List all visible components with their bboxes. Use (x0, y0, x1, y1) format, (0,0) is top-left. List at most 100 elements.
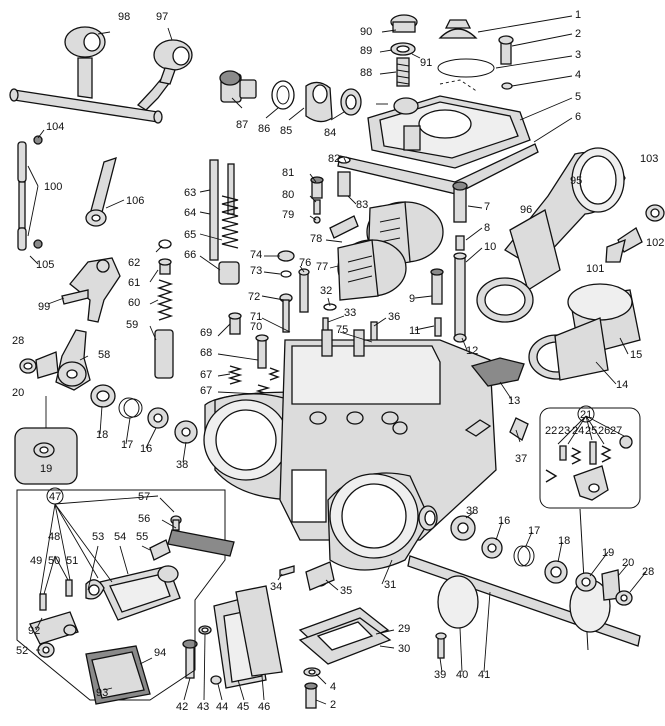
callout-c24: 24 (572, 425, 584, 437)
callout-c61: 61 (128, 277, 140, 289)
callout-c2: 2 (575, 28, 581, 40)
callout-c75: 75 (336, 324, 348, 336)
callout-c95: 95 (570, 175, 582, 187)
callout-c71: 71 (250, 311, 262, 323)
callout-c49: 49 (30, 555, 42, 567)
callout-c34: 34 (270, 581, 282, 593)
callout-c5: 5 (575, 91, 581, 103)
callout-c37: 37 (515, 453, 527, 465)
callout-c20b: 20 (622, 557, 634, 569)
callout-c87: 87 (236, 119, 248, 131)
top-cover-assembly (337, 14, 539, 195)
springs-and-jets-left (154, 159, 280, 404)
callout-c51: 51 (66, 555, 78, 567)
callout-c104: 104 (46, 121, 64, 133)
callout-c15: 15 (630, 349, 642, 361)
callout-c43: 43 (197, 701, 209, 713)
callout-c99: 99 (38, 301, 50, 313)
callout-c85: 85 (280, 125, 292, 137)
callout-c3: 3 (575, 49, 581, 61)
callout-c73: 73 (250, 265, 262, 277)
callout-c45: 45 (237, 701, 249, 713)
callout-c68: 68 (200, 347, 212, 359)
callout-c65: 65 (184, 229, 196, 241)
callout-c101: 101 (586, 263, 604, 275)
callout-c39: 39 (434, 669, 446, 681)
callout-c11: 11 (409, 325, 420, 337)
callout-c47: 47 (49, 491, 61, 503)
callout-c64: 64 (184, 207, 196, 219)
callout-c106: 106 (126, 195, 144, 207)
callout-c81: 81 (282, 167, 294, 179)
callout-c97: 97 (156, 11, 168, 23)
linkage-left (17, 135, 121, 323)
callout-c42: 42 (176, 701, 188, 713)
callout-c17b: 17 (528, 525, 540, 537)
detail-box-21 (539, 407, 641, 651)
callout-c7: 7 (484, 201, 490, 213)
callout-c67b: 67 (200, 385, 212, 397)
callout-c36: 36 (388, 311, 400, 323)
callout-c10: 10 (484, 241, 496, 253)
callout-c69: 69 (200, 327, 212, 339)
callout-c98: 98 (118, 11, 130, 23)
venturis (528, 283, 641, 381)
leader-lines (27, 15, 647, 705)
callout-c76: 76 (299, 257, 311, 269)
callout-c72: 72 (248, 291, 260, 303)
callout-c1: 1 (575, 9, 581, 21)
callout-c90: 90 (360, 26, 372, 38)
callout-c13: 13 (508, 395, 520, 407)
callout-c46: 46 (258, 701, 270, 713)
callout-c16a: 16 (140, 443, 152, 455)
cover-plates-bottom (182, 585, 283, 689)
callout-c60: 60 (128, 297, 140, 309)
callout-labels: 1234567891011121314151616171718181919202… (12, 9, 664, 713)
callout-c27: 27 (610, 425, 622, 437)
carburetor-body (203, 329, 497, 571)
callout-c56: 56 (138, 513, 150, 525)
callout-c58: 58 (98, 349, 110, 361)
callout-c57: 57 (138, 491, 150, 503)
callout-c88: 88 (360, 67, 372, 79)
throttle-shaft-assembly (407, 515, 641, 659)
callout-c59: 59 (126, 319, 138, 331)
callout-c38a: 38 (176, 459, 188, 471)
callout-c25: 25 (585, 425, 597, 437)
callout-c102: 102 (646, 237, 664, 249)
callout-c53: 53 (92, 531, 104, 543)
callout-c9: 9 (409, 293, 415, 305)
callout-c84: 84 (324, 127, 336, 139)
callout-c44: 44 (216, 701, 228, 713)
callout-c14: 14 (616, 379, 628, 391)
shaft-bearings-left (90, 384, 198, 444)
callout-c28b: 28 (642, 566, 654, 578)
callout-c63: 63 (184, 187, 196, 199)
callout-c4: 4 (575, 69, 581, 81)
callout-c93: 93 (96, 687, 108, 699)
auxiliary-venturi-covers (329, 201, 444, 301)
callout-c23: 23 (558, 425, 570, 437)
callout-c12: 12 (466, 345, 478, 357)
callout-c80: 80 (282, 189, 294, 201)
callout-c54: 54 (114, 531, 126, 543)
callout-c62: 62 (128, 257, 140, 269)
callout-c52: 52 (16, 645, 28, 657)
callout-c96: 96 (520, 204, 532, 216)
jet-stack (430, 181, 468, 343)
callout-c92: 92 (28, 625, 40, 637)
callout-c100: 100 (44, 181, 62, 193)
air-horns (476, 147, 665, 323)
callout-c40: 40 (456, 669, 468, 681)
callout-c77: 77 (316, 261, 328, 273)
callout-c78: 78 (310, 233, 322, 245)
callout-c105: 105 (36, 259, 54, 271)
callout-c6: 6 (575, 111, 581, 123)
callout-c50: 50 (48, 555, 60, 567)
callout-c66: 66 (184, 249, 196, 261)
callout-c2b: 2 (330, 699, 336, 711)
callout-c29: 29 (398, 623, 410, 635)
callout-c82: 82 (328, 153, 340, 165)
callout-circle-c47 (46, 487, 64, 505)
callout-c83: 83 (356, 199, 368, 211)
